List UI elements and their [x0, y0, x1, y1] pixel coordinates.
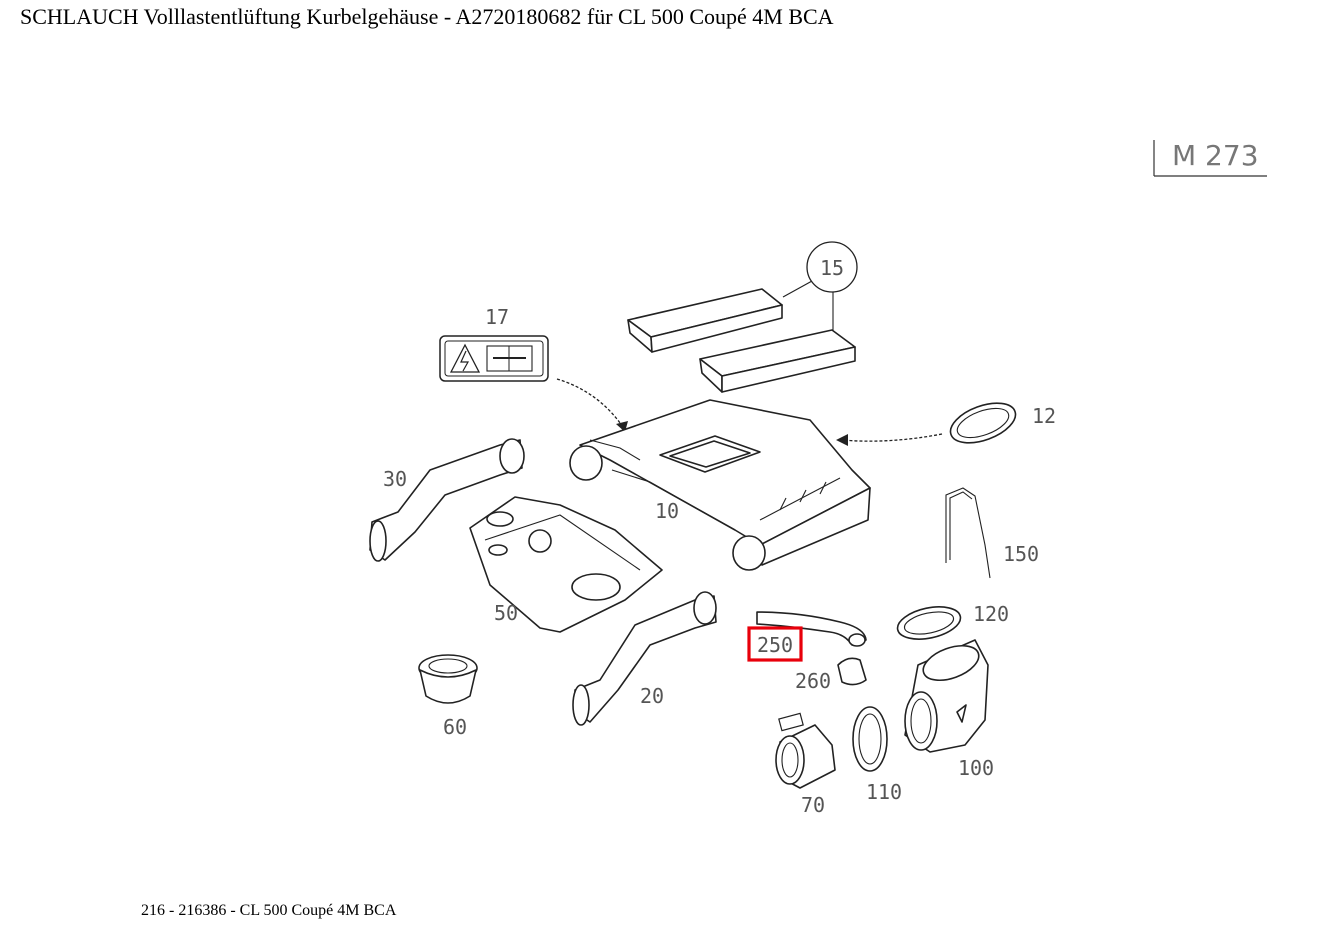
air-filter-housing[interactable] — [569, 399, 871, 571]
label-17[interactable]: 17 — [485, 305, 509, 329]
label-15[interactable]: 15 — [820, 256, 844, 280]
vehicle-footer: 216 - 216386 - CL 500 Coupé 4M BCA — [141, 902, 397, 919]
sealing-ring[interactable] — [852, 706, 888, 772]
label-50[interactable]: 50 — [494, 601, 518, 625]
hose-clip[interactable] — [837, 657, 867, 686]
air-mass-sensor[interactable] — [775, 712, 836, 789]
label-150[interactable]: 150 — [1003, 542, 1039, 566]
engine-code-box: M 273 — [1153, 139, 1267, 177]
highlight-box-250 — [747, 626, 803, 662]
oil-filler-cap[interactable] — [418, 654, 478, 704]
label-60[interactable]: 60 — [443, 715, 467, 739]
label-70[interactable]: 70 — [801, 793, 825, 817]
label-20[interactable]: 20 — [640, 684, 664, 708]
label-100[interactable]: 100 — [958, 756, 994, 780]
intake-duct-upper[interactable] — [369, 438, 525, 562]
arrow-12 — [841, 433, 943, 442]
clamp-ring[interactable] — [895, 602, 964, 645]
engine-cover[interactable] — [469, 496, 663, 633]
seal-ring[interactable] — [945, 395, 1021, 450]
label-10[interactable]: 10 — [655, 499, 679, 523]
label-250[interactable]: 250 — [757, 633, 793, 657]
label-110[interactable]: 110 — [866, 780, 902, 804]
air-filter-elements[interactable] — [627, 241, 858, 393]
label-30[interactable]: 30 — [383, 467, 407, 491]
wire-bracket[interactable] — [945, 487, 991, 579]
page-title: SCHLAUCH Volllastentlüftung Kurbelgehäus… — [20, 4, 834, 29]
warning-sticker[interactable] — [439, 335, 549, 382]
callout-circle-15 — [806, 241, 858, 293]
label-12[interactable]: 12 — [1032, 404, 1056, 428]
arrow-17 — [556, 378, 626, 431]
label-260[interactable]: 260 — [795, 669, 831, 693]
engine-code: M 273 — [1172, 139, 1259, 172]
intake-elbow[interactable] — [904, 639, 989, 753]
intake-duct-lower[interactable] — [572, 591, 717, 726]
label-120[interactable]: 120 — [973, 602, 1009, 626]
